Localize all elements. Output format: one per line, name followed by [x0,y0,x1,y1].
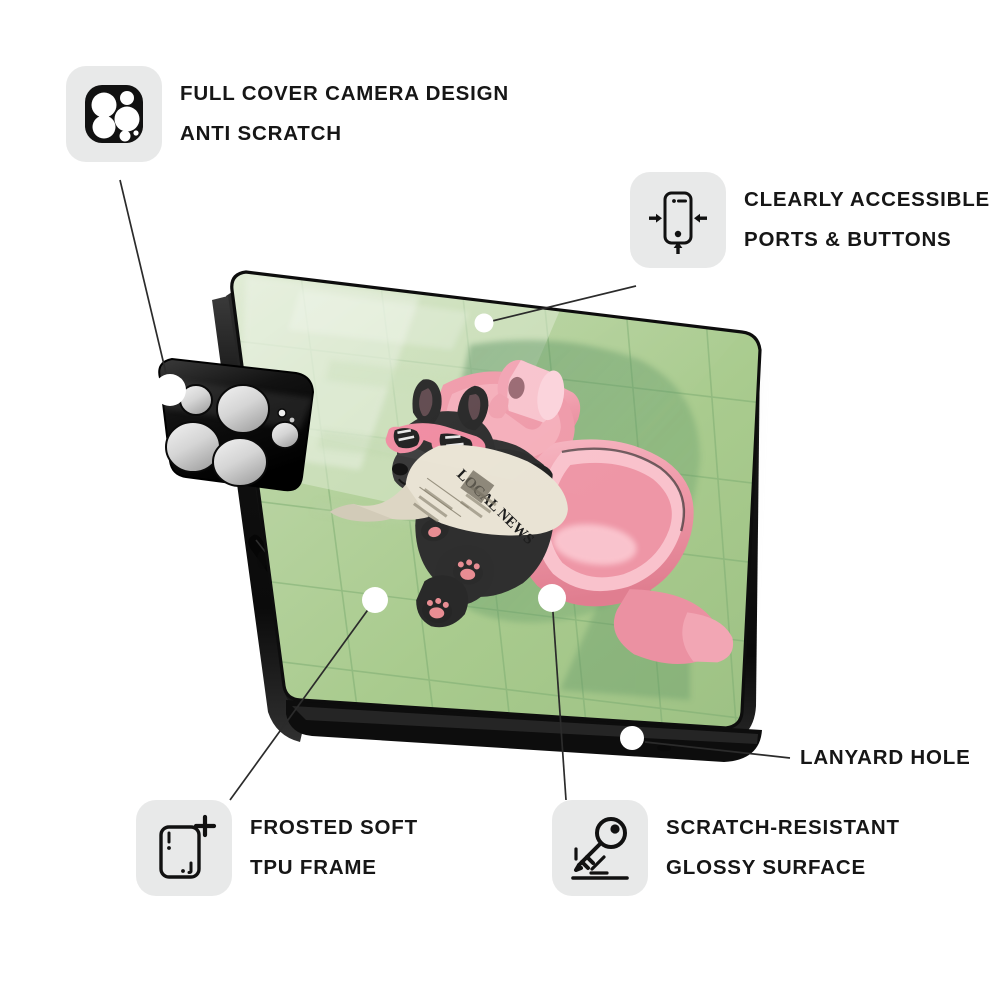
callout-ports-text: CLEARLY ACCESSIBLE PORTS & BUTTONS [744,180,990,260]
leader-line-camera [119,179,171,391]
speaker-port-notch [657,744,671,752]
marker-dots [154,313,644,750]
newspaper-fold-2 [329,503,392,522]
toilet-base-hl [682,612,734,663]
leader-line-scratch [551,597,567,801]
marker-dot-lanyard [620,726,644,750]
callout-tpu-line-2: TPU FRAME [250,856,377,879]
leader-line-ports [483,285,637,324]
marker-dot-ports [474,313,494,333]
case-artwork: LOCAL NEWS [231,272,760,728]
dog-paw-pads [422,559,483,623]
camera-flash [277,408,287,418]
dog-nose [392,463,408,476]
callout-ports-line-1: CLEARLY ACCESSIBLE [744,188,991,212]
camera-lens-bottom-right [212,437,268,487]
callout-frosted-tpu-frame[interactable]: FROSTED SOFT TPU FRAME [136,800,418,896]
key-scratch-icon [571,817,629,880]
badge-tpu-frame [136,800,232,896]
camera-lens-top-right [216,384,270,434]
marker-dot-tpu [362,587,388,613]
callout-ports-buttons[interactable]: CLEARLY ACCESSIBLE PORTS & BUTTONS [630,172,990,268]
case-frame-plus-icon [159,814,217,879]
camera-lens-icon [85,85,143,143]
callout-scratch-line-2: GLOSSY SURFACE [666,856,866,879]
newspaper-fold [353,484,429,520]
callout-camera-text: FULL COVER CAMERA DESIGN ANTI SCRATCH [180,74,509,154]
dog-paw-holding [420,518,449,542]
phone-ports-arrows-icon [649,191,707,254]
callout-scratch-line-1: SCRATCH-RESISTANT [666,816,900,840]
label-lanyard-hole: LANYARD HOLE [800,746,971,769]
marker-dot-scratch [538,584,566,612]
callout-camera-line-2: ANTI SCRATCH [180,122,342,145]
callout-tpu-text: FROSTED SOFT TPU FRAME [250,808,418,888]
badge-scratch [552,800,648,896]
callout-scratch-text: SCRATCH-RESISTANT GLOSSY SURFACE [666,808,900,888]
newspaper-photo [460,470,495,504]
leader-line-tpu [229,599,376,801]
callout-tpu-line-1: FROSTED SOFT [250,816,418,840]
callout-camera-line-1: FULL COVER CAMERA DESIGN [180,82,509,106]
callout-ports-line-2: PORTS & BUTTONS [744,228,952,251]
leader-line-lanyard [644,741,791,759]
callout-scratch-resistant[interactable]: SCRATCH-RESISTANT GLOSSY SURFACE [552,800,900,896]
badge-ports [630,172,726,268]
marker-dot-camera [154,374,186,406]
case-glass-outline [230,270,762,730]
toilet-gloss [553,524,637,566]
badge-camera [66,66,162,162]
camera-mic-hole [289,417,295,423]
camera-lidar-sensor [270,421,300,449]
leader-lines [119,179,791,801]
glass-sheen [232,272,742,500]
side-port-notch [257,551,267,569]
callout-full-cover-camera[interactable]: FULL COVER CAMERA DESIGN ANTI SCRATCH [66,66,509,162]
